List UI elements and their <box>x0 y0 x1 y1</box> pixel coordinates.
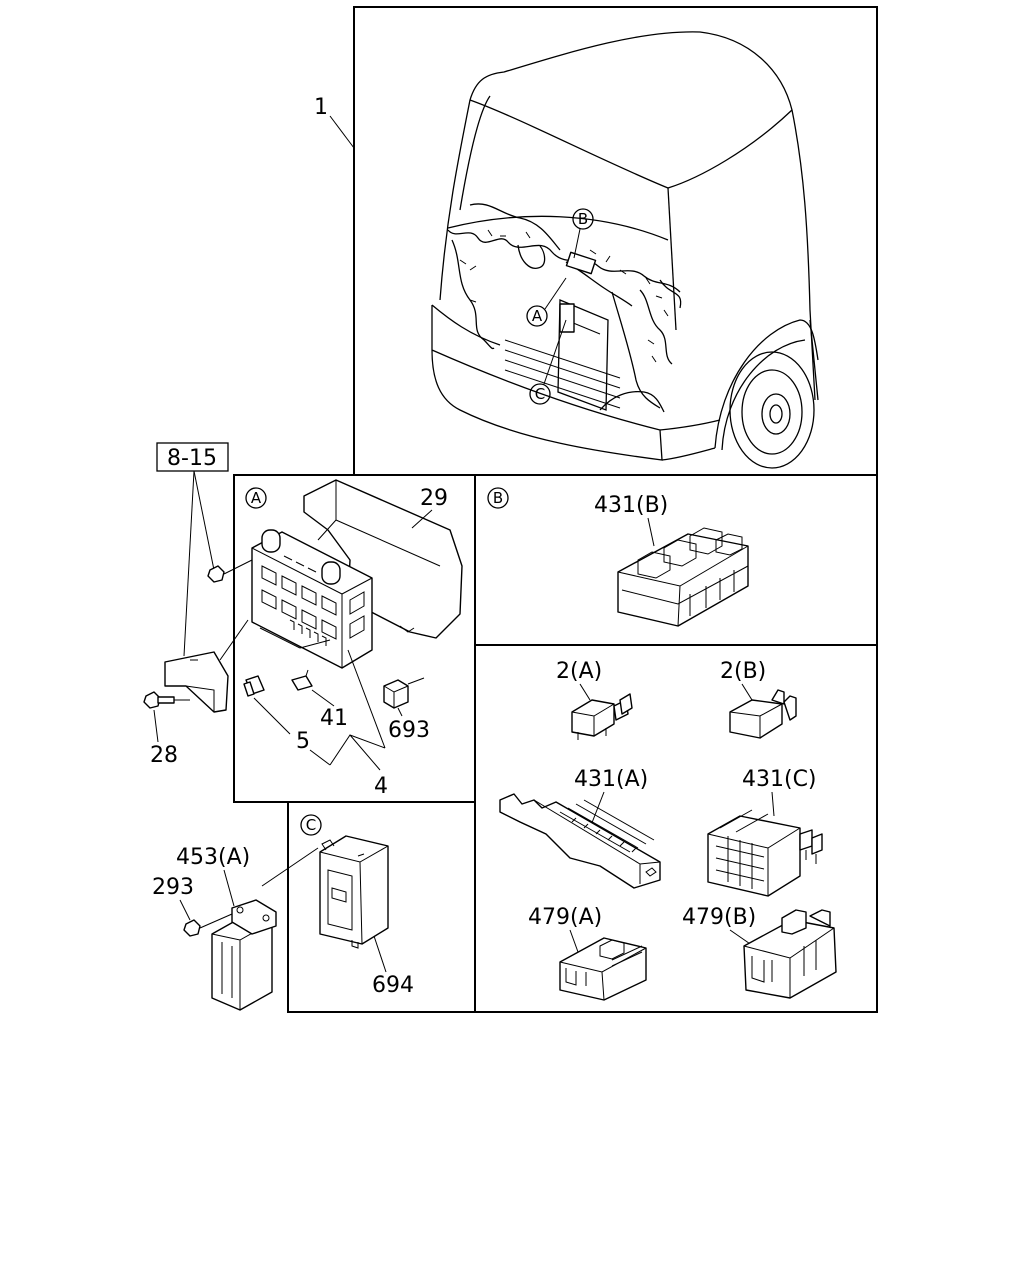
svg-text:A: A <box>251 489 262 507</box>
svg-text:C: C <box>306 816 316 834</box>
svg-text:C: C <box>535 385 545 403</box>
svg-text:479(A): 479(A) <box>528 905 602 930</box>
svg-text:A: A <box>532 307 543 325</box>
panel-b: B 431(B) <box>487 487 749 627</box>
marker-b-top: B <box>572 208 594 259</box>
svg-text:693: 693 <box>388 718 430 743</box>
marker-a-top: A <box>526 277 567 327</box>
svg-text:2(A): 2(A) <box>556 659 602 684</box>
svg-text:B: B <box>578 210 588 228</box>
ecu-453a: 453(A) 293 <box>152 845 277 1011</box>
svg-text:479(B): 479(B) <box>682 905 756 930</box>
svg-text:29: 29 <box>420 486 448 511</box>
svg-text:28: 28 <box>150 743 178 768</box>
panel-connectors: 2(A) 2(B) 431(A) 431(C) 479(A) <box>499 659 837 1001</box>
svg-text:5: 5 <box>296 729 310 754</box>
callout-1: 1 <box>314 95 355 149</box>
svg-text:41: 41 <box>320 706 348 731</box>
svg-text:2(B): 2(B) <box>720 659 766 684</box>
svg-text:431(C): 431(C) <box>742 767 817 792</box>
wiring-harness <box>447 203 682 413</box>
svg-text:8-15: 8-15 <box>167 446 217 471</box>
svg-text:4: 4 <box>374 774 388 799</box>
marker-c-top: C <box>529 319 567 405</box>
panel-c: C 694 <box>261 814 414 998</box>
panel-frames <box>233 6 878 1013</box>
svg-text:431(B): 431(B) <box>594 493 668 518</box>
svg-text:453(A): 453(A) <box>176 845 250 870</box>
bolt-28: 28 <box>143 691 190 768</box>
truck-cab-illustration <box>431 31 819 469</box>
svg-text:1: 1 <box>314 95 328 120</box>
svg-text:293: 293 <box>152 875 194 900</box>
svg-text:694: 694 <box>372 973 414 998</box>
svg-text:B: B <box>493 489 503 507</box>
svg-text:431(A): 431(A) <box>574 767 648 792</box>
reference-box: 8-15 <box>156 442 229 657</box>
panel-a: A 29 28 <box>143 479 463 799</box>
